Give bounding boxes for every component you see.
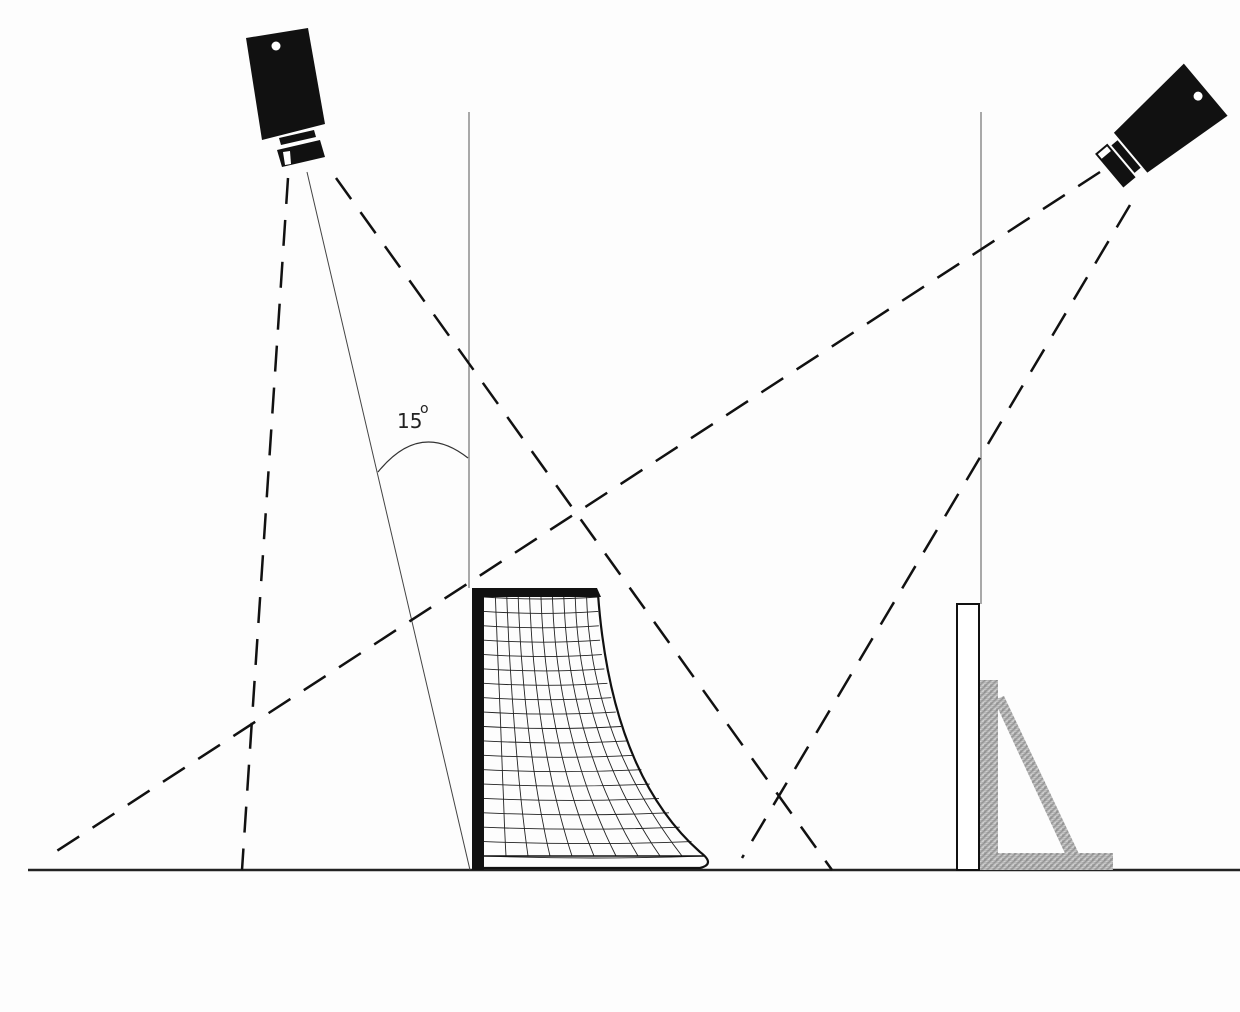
angle-degree-symbol: o <box>420 401 429 417</box>
angle-label: 15 <box>397 409 422 433</box>
left-camera-lens-top <box>279 130 316 145</box>
net-column-line <box>551 596 617 857</box>
goal-with-net <box>472 588 710 870</box>
right-camera-ray-long <box>45 170 1101 860</box>
angle-arc <box>377 441 469 473</box>
net-column-line <box>506 596 529 857</box>
goal-net <box>483 596 705 859</box>
net-row-line <box>483 697 612 701</box>
brace-diagonal <box>994 696 1080 860</box>
net-row-line <box>483 682 608 686</box>
right-camera-ray-steep <box>740 204 1132 859</box>
left-camera-ray-inner <box>334 177 834 871</box>
net-column-line <box>563 596 639 857</box>
goal-crossbar <box>472 588 601 597</box>
net-row-line <box>483 855 705 859</box>
left-camera-mount-hole <box>271 41 281 51</box>
right-camera-lens-top <box>1111 140 1141 173</box>
goal-post <box>472 588 484 870</box>
net-row-line <box>483 711 616 715</box>
net-row-line <box>483 726 622 729</box>
net-row-line <box>483 668 605 672</box>
net-row-line <box>483 783 650 787</box>
goal-net-outline <box>480 593 710 870</box>
brace-base <box>980 853 1113 870</box>
right-camera-body <box>1113 63 1228 173</box>
net-column-line <box>586 596 683 857</box>
net-row-line <box>483 826 680 830</box>
net-row-line <box>483 740 628 744</box>
board-with-brace <box>956 603 1113 871</box>
net-column-line <box>494 596 507 857</box>
net-row-line <box>483 769 642 773</box>
net-row-line <box>483 797 660 801</box>
net-column-line <box>540 596 595 857</box>
net-row-line <box>483 625 599 629</box>
net-row-line <box>483 754 634 758</box>
right-camera-mount-hole <box>1193 91 1203 101</box>
net-row-line <box>483 841 692 845</box>
vertical-board <box>956 603 980 871</box>
left-camera-icon <box>246 28 325 167</box>
net-column-line <box>529 596 573 857</box>
left-camera-body <box>246 28 325 140</box>
right-camera-lens-glint <box>1097 146 1111 159</box>
left-camera-axis-line <box>306 171 471 871</box>
net-row-line <box>483 610 599 614</box>
net-row-line <box>483 812 669 816</box>
net-column-line <box>517 596 551 857</box>
left-camera-ray-outer <box>240 177 290 871</box>
right-camera-icon <box>1095 63 1228 188</box>
net-row-line <box>483 654 602 657</box>
net-column-line <box>574 596 661 857</box>
left-camera-lens-glint <box>283 151 291 165</box>
net-row-line <box>483 639 601 643</box>
brace-upright <box>980 680 998 870</box>
